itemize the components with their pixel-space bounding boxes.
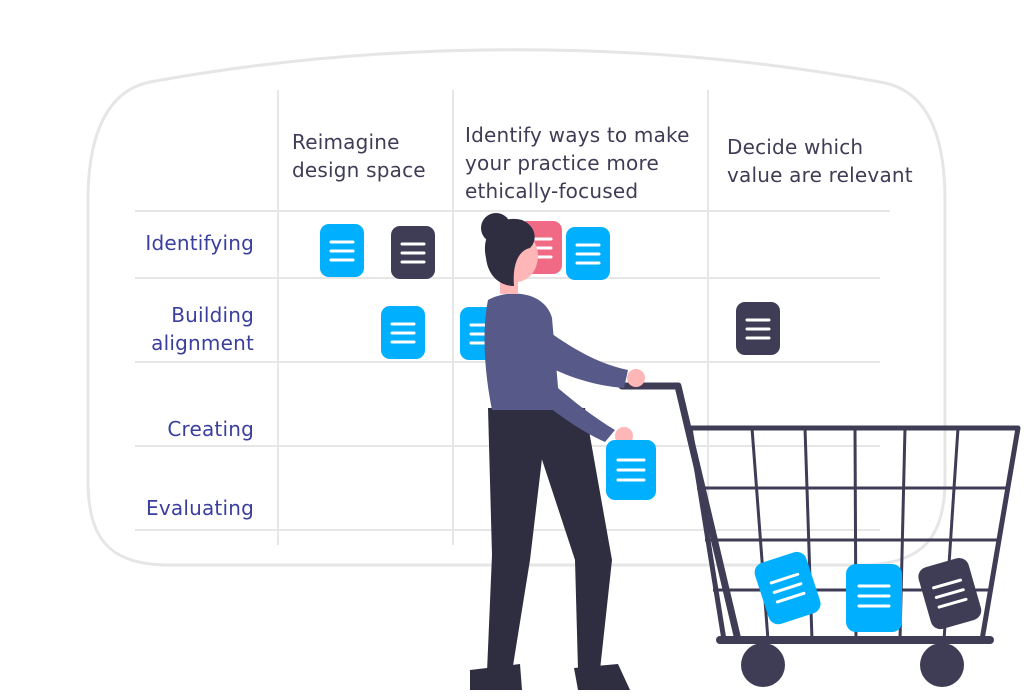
column-heading-line: Identify ways to make: [465, 123, 690, 147]
column-heading-line: Reimagine: [292, 130, 400, 154]
row-heading-line: Evaluating: [146, 496, 254, 520]
shopping-cart-icon: [618, 382, 1021, 687]
note-blue-in-cart: [754, 551, 821, 625]
note-dark-reimagine-identifying: [391, 226, 435, 279]
row-heading-evaluating: Evaluating: [74, 494, 254, 522]
note-blue-in-cart: [846, 564, 902, 632]
row-heading-identifying: Identifying: [74, 229, 254, 257]
column-heading-reimagine: Reimagine design space: [292, 128, 426, 184]
row-heading-line: Building: [171, 303, 254, 327]
column-heading-line: your practice more: [465, 151, 659, 175]
row-heading-line: Identifying: [145, 231, 254, 255]
column-heading-line: value are relevant: [727, 163, 913, 187]
row-heading-line: alignment: [151, 331, 254, 355]
column-heading-identify: Identify ways to make your practice more…: [465, 121, 690, 205]
person-figure: [470, 213, 645, 690]
column-heading-line: Decide which: [727, 135, 864, 159]
note-blue-in-hand: [606, 440, 656, 500]
note-dark-in-cart: [918, 558, 982, 630]
note-blue-reimagine-building: [381, 306, 425, 359]
column-heading-line: design space: [292, 158, 426, 182]
row-heading-line: Creating: [167, 417, 254, 441]
note-blue-identify-identifying: [566, 227, 610, 280]
column-heading-decide: Decide which value are relevant: [727, 133, 913, 189]
note-dark-decide-building: [736, 302, 780, 355]
row-heading-creating: Creating: [74, 415, 254, 443]
row-heading-building: Building alignment: [74, 301, 254, 357]
whiteboard-outline: [86, 48, 947, 567]
note-blue-reimagine-identifying: [320, 224, 364, 277]
column-heading-line: ethically-focused: [465, 179, 639, 203]
